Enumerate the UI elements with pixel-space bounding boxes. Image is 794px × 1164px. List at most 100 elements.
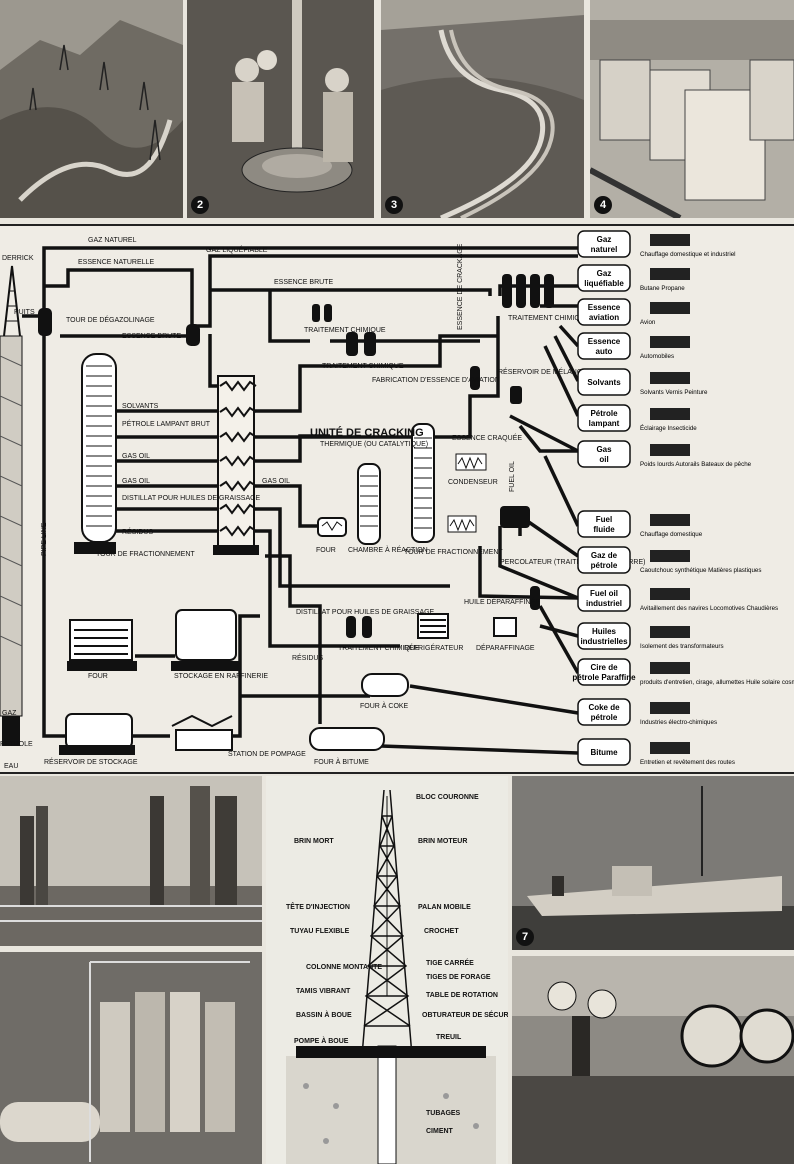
rig-label: TREUIL bbox=[436, 1034, 462, 1041]
product-use-icon bbox=[650, 336, 690, 348]
product-box bbox=[577, 738, 631, 766]
product-label: fluide bbox=[593, 525, 615, 534]
photo-number-4: 4 bbox=[594, 196, 612, 214]
rig-label: TABLE DE ROTATION bbox=[426, 992, 498, 999]
label-station-pompage: STATION DE POMPAGE bbox=[228, 751, 306, 758]
label-derrick: DERRICK bbox=[2, 255, 34, 262]
refinery-columns-photo bbox=[0, 776, 262, 946]
product-label: Gaz bbox=[597, 269, 612, 278]
product-box bbox=[577, 230, 631, 258]
product-use-label: produits d'entretien, cirage, allumettes… bbox=[640, 679, 794, 686]
rig-label: TIGES DE FORAGE bbox=[426, 974, 491, 981]
product-use-label: Industries électro-chimiques bbox=[640, 719, 717, 726]
label-gaz: GAZ bbox=[2, 710, 17, 717]
product-box bbox=[577, 622, 631, 650]
product-box bbox=[577, 298, 631, 326]
product-use-label: Caoutchouc synthétique Matières plastiqu… bbox=[640, 567, 761, 574]
oil-field-photo bbox=[0, 0, 183, 218]
product-label: Fuel bbox=[596, 515, 612, 524]
rig-label: TAMIS VIBRANT bbox=[296, 988, 351, 995]
rig-label: BRIN MORT bbox=[294, 838, 334, 845]
label-fuel-oil: FUEL OIL bbox=[509, 461, 516, 492]
photo-number-3: 3 bbox=[385, 196, 403, 214]
rig-label: TÊTE D'INJECTION bbox=[286, 904, 350, 911]
lower-units-icons bbox=[59, 609, 517, 755]
label-residus-1: RÉSIDUS bbox=[122, 527, 153, 536]
label-gaz-liquefiable: GAZ LIQUÉFIABLE bbox=[206, 245, 268, 254]
flow-diagram-svg: DERRICK PUITS GAZ PÉTROLE EAU PIPE LINE bbox=[0, 230, 794, 770]
product-label: industrielles bbox=[580, 637, 628, 646]
drilling-rig-diagram: BLOC COURONNE BRIN MORT BRIN MOTEUR TÊTE D'… bbox=[266, 776, 508, 1164]
product-label: auto bbox=[596, 347, 613, 356]
drilling-crew-photo: 2 bbox=[187, 0, 374, 218]
product-box bbox=[577, 510, 631, 538]
rig-label: PALAN MOBILE bbox=[418, 904, 471, 911]
product-use-icon bbox=[650, 408, 690, 420]
product-label: oil bbox=[599, 455, 608, 464]
label-essence-naturelle: ESSENCE NATURELLE bbox=[78, 259, 154, 266]
product-use-icon bbox=[650, 742, 690, 754]
rig-label: CIMENT bbox=[426, 1128, 453, 1135]
product-use-label: Solvants Vernis Peinture bbox=[640, 389, 708, 396]
label-tour-fract-2: TOUR DE FRACTIONNEMENT bbox=[404, 549, 503, 556]
label-four-2: FOUR bbox=[88, 673, 108, 680]
rig-label: POMPE À BOUE bbox=[294, 1038, 349, 1045]
product-use-icon bbox=[650, 302, 690, 314]
label-petrole: PÉTROLE bbox=[0, 739, 33, 748]
label-traitement-chimique-3: TRAITEMENT CHIMIQUE bbox=[508, 315, 590, 322]
product-use-label: Éclairage Insecticide bbox=[640, 425, 697, 432]
product-use-label: Automobiles bbox=[640, 353, 674, 360]
product-use-label: Avitaillement des navires Locomotives Ch… bbox=[640, 605, 778, 612]
product-label: Pétrole bbox=[590, 409, 618, 418]
product-use-icon bbox=[650, 662, 690, 674]
product-label: Essence bbox=[588, 337, 621, 346]
rig-label: BLOC COURONNE bbox=[416, 794, 479, 801]
product-label: pétrole bbox=[591, 561, 618, 570]
product-label: Solvants bbox=[587, 378, 621, 387]
pipeline-photo: 3 bbox=[381, 0, 584, 218]
product-label: lampant bbox=[589, 419, 620, 428]
label-four: FOUR bbox=[316, 547, 336, 554]
product-label: Gaz de bbox=[591, 551, 618, 560]
label-huile-deparaffinee: HUILE DÉPARAFFINÉE bbox=[464, 597, 540, 606]
derrick-tower-icon bbox=[361, 789, 413, 1057]
product-use-icon bbox=[650, 626, 690, 638]
label-essence-brute-1: ESSENCE BRUTE bbox=[274, 279, 333, 286]
product-use-icon bbox=[650, 234, 690, 246]
chemical-treatment-vessels bbox=[312, 274, 554, 638]
label-gas-oil-3: GAS OIL bbox=[262, 478, 290, 485]
product-box bbox=[577, 332, 631, 360]
product-label: liquéfiable bbox=[584, 279, 624, 288]
label-thermique: THERMIQUE (OU CATALYTIQUE) bbox=[320, 441, 428, 448]
tanker-ship-photo: 7 bbox=[512, 776, 794, 950]
product-use-label: Poids lourds Autorails Bateaux de pêche bbox=[640, 461, 752, 468]
product-box bbox=[577, 584, 631, 612]
label-traitement-chimique-4: TRAITEMENT CHIMIQUE bbox=[338, 645, 420, 652]
product-label: Gas bbox=[596, 445, 612, 454]
product-use-icon bbox=[650, 444, 690, 456]
product-box bbox=[577, 264, 631, 292]
rig-label: OBTURATEUR DE SÉCURITÉ bbox=[422, 1012, 508, 1019]
rig-label: CROCHET bbox=[424, 928, 459, 935]
product-use-icon bbox=[650, 588, 690, 600]
rig-label: BASSIN À BOUE bbox=[296, 1012, 352, 1019]
separator-icon bbox=[38, 308, 52, 336]
rig-label: BRIN MOTEUR bbox=[418, 838, 468, 845]
product-label: Coke de bbox=[588, 703, 620, 712]
product-use-label: Avion bbox=[640, 319, 656, 326]
product-use-label: Butane Propane bbox=[640, 285, 685, 292]
fractionation-tower-icon bbox=[74, 353, 117, 554]
product-use-label: Entretien et revêtement des routes bbox=[640, 759, 735, 766]
label-reservoir-stockage: RÉSERVOIR DE STOCKAGE bbox=[44, 757, 138, 766]
label-eau: EAU bbox=[4, 763, 18, 770]
product-box bbox=[577, 404, 631, 432]
label-four-bitume: FOUR À BITUME bbox=[314, 757, 369, 766]
product-use-icon bbox=[650, 268, 690, 280]
product-label: pétrole Paraffine bbox=[572, 673, 636, 682]
label-traitement-chimique-2: TRAITEMENT CHIMIQUE bbox=[322, 363, 404, 370]
label-chambre-reaction: CHAMBRE À RÉACTION bbox=[348, 545, 428, 554]
label-gas-oil-2: GAS OIL bbox=[122, 478, 150, 485]
product-label: Huiles bbox=[592, 627, 617, 636]
product-label: industriel bbox=[586, 599, 622, 608]
product-box bbox=[577, 658, 631, 686]
